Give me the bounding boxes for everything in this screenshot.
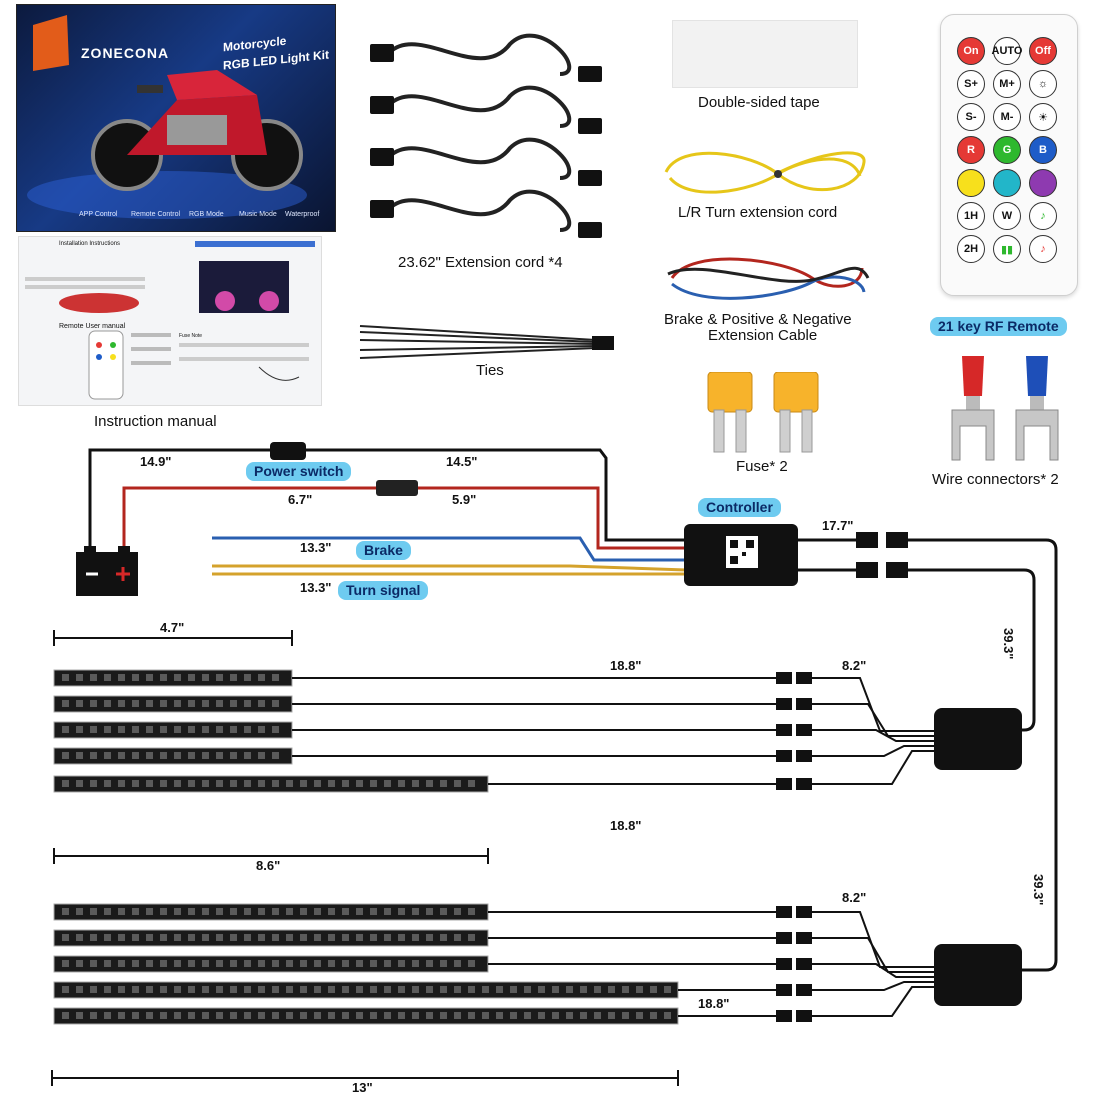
extension-cord-label: 23.62" Extension cord *4 — [398, 254, 563, 271]
remote-key[interactable]: G — [993, 136, 1021, 164]
wire-connectors-label: Wire connectors* 2 — [932, 471, 1059, 488]
led-strip — [53, 747, 293, 765]
led-strip — [53, 669, 293, 687]
remote-key[interactable]: S- — [957, 103, 985, 131]
remote-key[interactable] — [957, 169, 985, 197]
battery-icon — [76, 546, 138, 596]
extension-cords — [370, 33, 602, 238]
remote-key[interactable]: S+ — [957, 70, 985, 98]
remote-key[interactable]: W — [993, 202, 1021, 230]
box-feature: Waterproof — [285, 211, 320, 218]
turn-signal-label: Turn signal — [338, 581, 429, 600]
remote-key[interactable]: M+ — [993, 70, 1021, 98]
dim-label: 14.5" — [446, 454, 478, 469]
dim-label: 18.8" — [610, 658, 642, 673]
junction-box-icon — [934, 708, 1022, 770]
motorcycle-illustration — [27, 15, 307, 219]
turn-extension-label: L/R Turn extension cord — [678, 204, 838, 221]
dim-label: 18.8" — [610, 818, 642, 833]
remote-key[interactable]: 1H — [957, 202, 985, 230]
brake-label: Brake — [356, 541, 411, 560]
dim-label: 8.2" — [842, 658, 867, 673]
dim-label: 39.3" — [1001, 628, 1016, 660]
product-box: ZONECONA Motorcycle RGB LED Light Kit AP… — [16, 4, 336, 232]
remote-key[interactable] — [1029, 169, 1057, 197]
brake-cable-image — [667, 257, 870, 300]
wire-connectors-image — [951, 356, 1059, 461]
ties-image — [359, 325, 614, 359]
controller-label: Controller — [698, 498, 781, 517]
power-switch-label: Power switch — [246, 462, 352, 481]
box-feature: Remote Control — [131, 211, 181, 218]
brake-cable-label-line2: Extension Cable — [708, 327, 818, 344]
ties-label: Ties — [476, 362, 504, 379]
box-feature: Music Mode — [239, 211, 277, 218]
remote-key[interactable]: ☼ — [1029, 70, 1057, 98]
remote-key[interactable]: B — [1029, 136, 1057, 164]
dim-label: 8.6" — [256, 858, 281, 873]
box-feature: RGB Mode — [189, 211, 224, 218]
dim-label: 18.8" — [698, 996, 730, 1011]
remote-key[interactable] — [993, 169, 1021, 197]
remote-key[interactable]: 2H — [957, 235, 985, 263]
remote-label: 21 key RF Remote — [930, 317, 1067, 336]
led-strip — [53, 695, 293, 713]
manual-illustration — [25, 241, 315, 400]
box-feature: APP Control — [79, 211, 118, 218]
dim-label: 4.7" — [160, 620, 185, 635]
dim-label: 5.9" — [452, 492, 477, 507]
remote-key[interactable]: On — [957, 37, 985, 65]
remote-key[interactable]: ☀ — [1029, 103, 1057, 131]
dim-label: 14.9" — [140, 454, 172, 469]
dim-label: 6.7" — [288, 492, 313, 507]
double-sided-tape-label: Double-sided tape — [698, 94, 820, 111]
box-brand: ZONECONA — [81, 45, 170, 61]
remote-key[interactable]: M- — [993, 103, 1021, 131]
turn-extension-cord-image — [664, 151, 866, 194]
dim-label: 39.3" — [1031, 874, 1046, 906]
remote-key[interactable]: ♪ — [1029, 202, 1057, 230]
manual-remote-title: Remote User manual — [59, 323, 126, 330]
fuse-label: Fuse* 2 — [736, 458, 788, 475]
dim-label: 8.2" — [842, 890, 867, 905]
dim-label: 13" — [352, 1080, 373, 1095]
instruction-manual-label: Instruction manual — [94, 413, 217, 430]
power-switch-icon — [270, 442, 306, 460]
remote-key[interactable]: AUTO — [992, 37, 1022, 65]
dim-label: 13.3" — [300, 540, 332, 555]
double-sided-tape-image — [672, 20, 858, 88]
dim-label: 17.7" — [822, 518, 854, 533]
dim-label: 13.3" — [300, 580, 332, 595]
inline-fuse-icon — [376, 480, 418, 496]
instruction-manual-sheet: Installation Instructions Remote User ma… — [18, 236, 322, 406]
remote-key[interactable]: Off — [1029, 37, 1057, 65]
manual-fuse-title: Fuse Note — [179, 333, 203, 339]
remote-key[interactable]: ▮▮ — [993, 235, 1021, 263]
remote-key[interactable]: R — [957, 136, 985, 164]
junction-box-icon — [934, 944, 1022, 1006]
brake-cable-label-line1: Brake & Positive & Negative — [664, 311, 852, 328]
manual-header: Installation Instructions — [59, 241, 121, 247]
fuse-image — [707, 372, 819, 453]
remote-key[interactable]: ♪ — [1029, 235, 1057, 263]
led-strip — [53, 721, 293, 739]
